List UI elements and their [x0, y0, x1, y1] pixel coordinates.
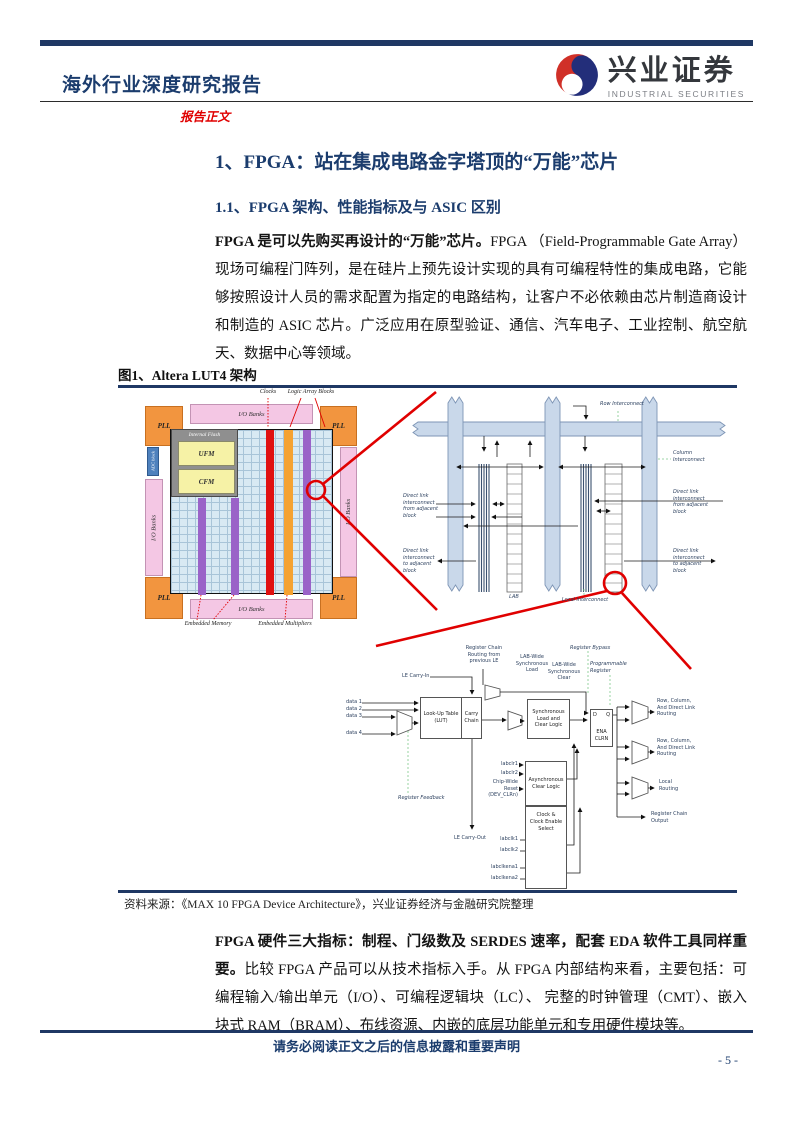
- data2-label: data 2: [345, 706, 362, 712]
- brand-logo: 兴业证券 INDUSTRIAL SECURITIES: [554, 52, 745, 103]
- labclk1-label: labclk1: [500, 836, 518, 842]
- page-number: - 5 -: [718, 1053, 738, 1067]
- ufm-block: UFM: [178, 441, 235, 466]
- figure-bottom-rule: [118, 890, 737, 893]
- figure-source: 资料来源：《MAX 10 FPGA Device Architecture》，兴…: [124, 899, 534, 911]
- header-divider: [40, 101, 753, 102]
- labclkena2-label: labclkena2: [491, 875, 518, 881]
- top-accent-bar: [40, 40, 753, 46]
- lab-wide-sync-clear-label: LAB-Wide Synchronous Clear: [547, 662, 581, 681]
- embedded-memory-column-1: [198, 498, 206, 595]
- direct-link-to-left-label: Direct link interconnect to adjacent blo…: [403, 548, 435, 574]
- data3-label: data 3: [345, 713, 362, 719]
- carry-chain-box: Carry Chain: [461, 697, 482, 739]
- io-banks-top: I/O Banks: [190, 404, 313, 424]
- body-paragraph-2: FPGA 硬件三大指标：制程、门级数及 SERDES 速率，配套 EDA 软件工…: [215, 928, 747, 1040]
- paragraph-1-lead: FPGA 是可以先购买再设计的“万能”芯片。: [215, 234, 491, 250]
- pll-block-bottom-right: PLL: [320, 577, 357, 619]
- register-ena-port: ENA: [596, 729, 607, 735]
- logo-swirl-icon: [554, 52, 600, 103]
- io-banks-bottom: I/O Banks: [190, 599, 313, 619]
- internal-flash-label: Internal Flash: [188, 432, 221, 438]
- embedded-memory-label: Embedded Memory: [184, 621, 232, 627]
- data4-label: data 4: [345, 730, 362, 736]
- pll-block-top-left: PLL: [145, 406, 183, 446]
- column-interconnect-label: Column Interconnect: [673, 450, 705, 463]
- lab-wide-sync-load-label: LAB-Wide Synchronous Load: [515, 654, 549, 673]
- paragraph-1-text: FPGA （Field-Programmable Gate Array）现场可编…: [215, 234, 747, 362]
- clock-enable-select-box: Clock & Clock Enable Select: [525, 806, 567, 889]
- register-clrn-port: CLRN: [594, 736, 609, 742]
- footer-disclaimer: 请务必阅读正文之后的信息披露和重要声明: [272, 1039, 520, 1054]
- pll-block-bottom-left: PLL: [145, 577, 183, 619]
- chapter-heading: 1、FPGA：站在集成电路金字塔顶的“万能”芯片: [215, 152, 619, 173]
- programmable-register-box: D Q ENA CLRN: [590, 709, 613, 747]
- register-q-port: Q: [606, 712, 610, 718]
- labclr1-label: labclr1: [500, 761, 518, 767]
- section-heading: 1.1、FPGA 架构、性能指标及与 ASIC 区别: [215, 200, 501, 216]
- cfm-block: CFM: [178, 469, 235, 494]
- lut-box: Look-Up Table (LUT): [420, 697, 462, 739]
- programmable-register-label: Programmable Register: [590, 661, 627, 674]
- row-column-routing-label-2: Row, Column, And Direct Link Routing: [657, 738, 696, 757]
- section-tag: 报告正文: [180, 110, 231, 124]
- logic-array-blocks-label: Logic Array Blocks: [287, 389, 335, 395]
- chip-wide-reset-label: Chip-Wide Reset (DEV_CLRn): [488, 779, 518, 798]
- lab-label: LAB: [509, 594, 519, 600]
- clocks-column: [266, 430, 274, 595]
- le-carry-out-label: LE Carry-Out: [454, 835, 486, 841]
- figure-top-rule: [118, 385, 737, 388]
- figure-altera-lut4-diagram: PLL PLL PLL PLL I/O Banks I/O Banks I/O …: [118, 389, 738, 890]
- embedded-multipliers-label: Embedded Multipliers: [258, 621, 312, 627]
- async-clear-box: Asynchronous Clear Logic: [525, 761, 567, 806]
- register-feedback-label: Register Feedback: [398, 795, 445, 801]
- brand-name-en: INDUSTRIAL SECURITIES: [607, 88, 745, 99]
- labclr2-label: labclr2: [500, 770, 518, 776]
- register-chain-routing-label: Register Chain Routing from previous LE: [465, 645, 503, 664]
- labclkena1-label: labclkena1: [491, 864, 518, 870]
- embedded-multipliers-column: [284, 430, 293, 595]
- local-routing-label: Local Routing: [659, 779, 679, 792]
- register-bypass-label: Register Bypass: [570, 645, 611, 651]
- paragraph-2-lead: FPGA 硬件三大指标：制程、门级数及 SERDES 速率，配套 EDA 软件工…: [215, 934, 747, 978]
- report-type-title: 海外行业深度研究报告: [62, 75, 263, 96]
- row-interconnect-label: Row Interconnect: [600, 401, 644, 407]
- paragraph-2-text: 比较 FPGA 产品可以从技术指标入手。从 FPGA 内部结构来看，主要包括：可…: [215, 962, 747, 1034]
- direct-link-from-left-label: Direct link interconnect from adjacent b…: [403, 493, 438, 519]
- brand-name-cn: 兴业证券: [607, 54, 736, 87]
- logic-array-grid: [170, 429, 333, 595]
- local-interconnect-label: Local Interconnect: [561, 597, 609, 603]
- register-chain-output-label: Register Chain Output: [651, 811, 688, 824]
- sync-load-clear-box: Synchronous Load and Clear Logic: [527, 699, 570, 739]
- figure-title: 图1、Altera LUT4 架构: [118, 368, 257, 383]
- data1-label: data 1: [345, 699, 362, 705]
- row-column-routing-label-1: Row, Column, And Direct Link Routing: [657, 698, 696, 717]
- footer-divider: [40, 1030, 753, 1033]
- embedded-memory-column-3: [303, 430, 311, 595]
- le-carry-in-label: LE Carry-In: [402, 673, 430, 679]
- labclk2-label: labclk2: [500, 847, 518, 853]
- clocks-label: Clocks: [259, 389, 277, 395]
- body-paragraph-1: FPGA 是可以先购买再设计的“万能”芯片。FPGA （Field-Progra…: [215, 228, 747, 368]
- embedded-memory-column-2: [231, 498, 239, 595]
- direct-link-to-right-label: Direct link interconnect to adjacent blo…: [673, 548, 705, 574]
- register-d-port: D: [593, 712, 597, 718]
- direct-link-from-right-label: Direct link interconnect from adjacent b…: [673, 489, 708, 515]
